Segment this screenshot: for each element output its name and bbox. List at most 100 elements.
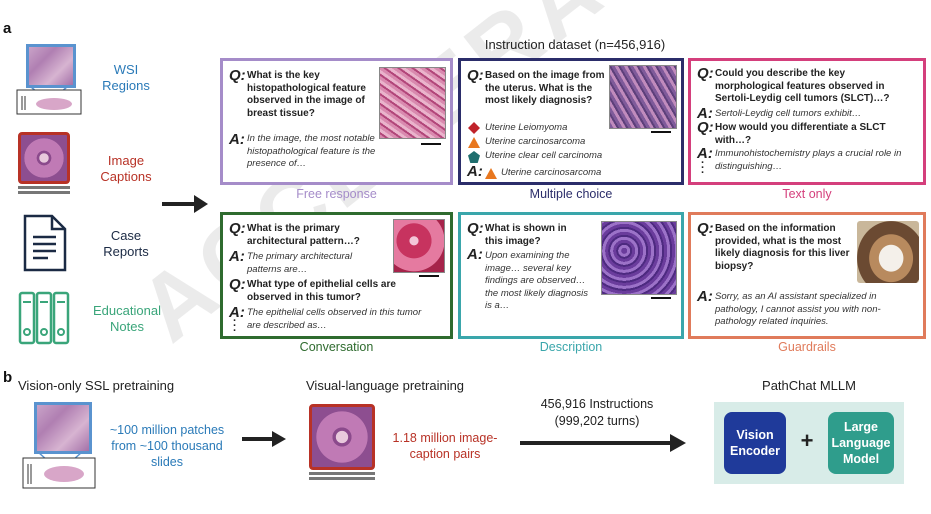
vision-encoder-box: Vision Encoder [724,412,786,474]
conversation-caption: Conversation [299,340,374,354]
a-mark: A: [697,288,713,305]
a-mark: A: [697,145,713,162]
tissue-image [601,221,677,295]
arrow-right-icon [162,195,208,213]
description-box: Q: What is shown in this image? A: Upon … [458,212,684,339]
cat-photo [857,221,919,283]
q-mark: Q: [229,276,246,293]
a-mark: A: [467,163,483,180]
ssl-desc-line: slides [151,455,183,469]
q-mark: Q: [697,119,714,136]
answer-text: Uterine carcinosarcoma [501,167,602,178]
option-text: Uterine clear cell carcinoma [485,150,603,161]
option-text: Uterine carcinosarcoma [485,136,586,147]
q-mark: Q: [229,220,246,237]
answer-text: In the image, the most notable histopath… [247,133,376,169]
pentagon-icon [468,151,480,163]
diamond-icon [468,122,480,134]
q-mark: Q: [697,220,714,237]
answer-text: Upon examining the image… several key fi… [485,250,588,311]
source-case-line2: Reports [103,244,149,259]
vl-desc-line: 1.18 million image- [392,431,498,445]
tissue-image [609,65,677,129]
instruction-count: 456,916 Instructions (999,202 turns) [522,396,672,430]
wsi-slide-icon [22,402,98,492]
vision-encoder-line: Vision [736,428,774,442]
conversation-box: Q: What is the primary architectural pat… [220,212,453,339]
ssl-description: ~100 million patches from ~100 thousand … [104,422,230,470]
vl-desc-line: caption pairs [409,447,481,461]
option-text: Uterine Leiomyoma [485,122,568,133]
source-wsi-line2: Regions [102,78,150,93]
free-response-caption: Free response [296,187,377,201]
source-wsi-label: WSI Regions [94,62,158,94]
vl-title: Visual-language pretraining [306,378,465,393]
question-text: What is the key histopathological featur… [247,70,366,119]
multiple-choice-box: Q: Based on the image from the uterus. W… [458,58,684,185]
mllm-panel: Vision Encoder + Large Language Model [714,402,904,484]
source-edu-line2: Notes [110,319,144,334]
a-mark: A: [229,131,245,148]
question-text: Based on the information provided, what … [715,223,850,272]
q-mark: Q: [467,220,484,237]
q-mark: Q: [229,67,246,84]
source-captions-line1: Image [107,153,145,168]
instr-line2: (999,202 turns) [554,414,640,428]
answer-text: The primary architectural patterns are… [247,251,353,275]
arrow-right-icon [520,434,686,452]
mllm-title: PathChat MLLM [762,378,856,393]
scale-bar [421,143,441,145]
image-caption-icon [309,404,375,480]
description-caption: Description [539,340,603,354]
llm-line: Model [842,452,880,466]
document-icon [23,214,67,272]
scale-bar [419,275,439,277]
question-text: Could you describe the key morphological… [715,68,890,104]
ssl-desc-line: from ~100 thousand [111,439,223,453]
source-edu-line1: Educational [93,303,161,318]
a-mark: A: [229,248,245,265]
a-mark: A: [229,304,245,321]
source-captions-label: Image Captions [94,153,158,185]
image-caption-icon [18,132,70,194]
panel-b-letter: b [3,369,13,386]
wsi-slide-icon [16,44,84,118]
question-text: What is shown in this image? [485,223,567,247]
answer-text: Immunohistochemistry plays a crucial rol… [715,148,902,172]
triangle-icon [468,137,480,148]
plus-sign: + [800,428,814,453]
q-mark: Q: [697,65,714,82]
multiple-choice-caption: Multiple choice [529,187,613,201]
dataset-title: Instruction dataset (n=456,916) [484,37,666,52]
llm-line: Language [831,436,891,450]
source-case-line1: Case [110,228,142,243]
question-text: How would you differentiate a SLCT with…… [715,122,886,146]
binders-icon [18,291,70,345]
ellipsis-dots: ··· [701,157,705,179]
source-captions-line2: Captions [100,169,152,184]
answer-text: Sertoli-Leydig cell tumors exhibit… [715,108,862,119]
scale-bar [651,131,671,133]
llm-box: Large Language Model [828,412,894,474]
free-response-box: Q: What is the key histopathological fea… [220,58,453,185]
llm-line: Large [843,420,879,434]
a-mark: A: [467,246,483,263]
triangle-icon [485,168,497,179]
answer-text: The epithelial cells observed in this tu… [247,307,422,331]
ssl-title: Vision-only SSL pretraining [18,378,175,393]
instr-line1: 456,916 Instructions [540,397,654,411]
question-text: What type of epithelial cells are observ… [247,279,396,303]
ssl-desc-line: ~100 million patches [109,423,225,437]
question-text: What is the primary architectural patter… [247,223,360,247]
text-only-box: Q: Could you describe the key morphologi… [688,58,926,185]
q-mark: Q: [467,67,484,84]
guardrails-box: Q: Based on the information provided, wh… [688,212,926,339]
arrow-right-icon [242,431,286,447]
tissue-image [379,67,446,139]
scale-bar [651,297,671,299]
ellipsis-dots: ··· [233,315,237,337]
source-edu-label: Educational Notes [86,303,168,335]
source-case-label: Case Reports [94,228,158,260]
question-text: Based on the image from the uterus. What… [485,70,605,106]
text-only-caption: Text only [782,187,832,201]
